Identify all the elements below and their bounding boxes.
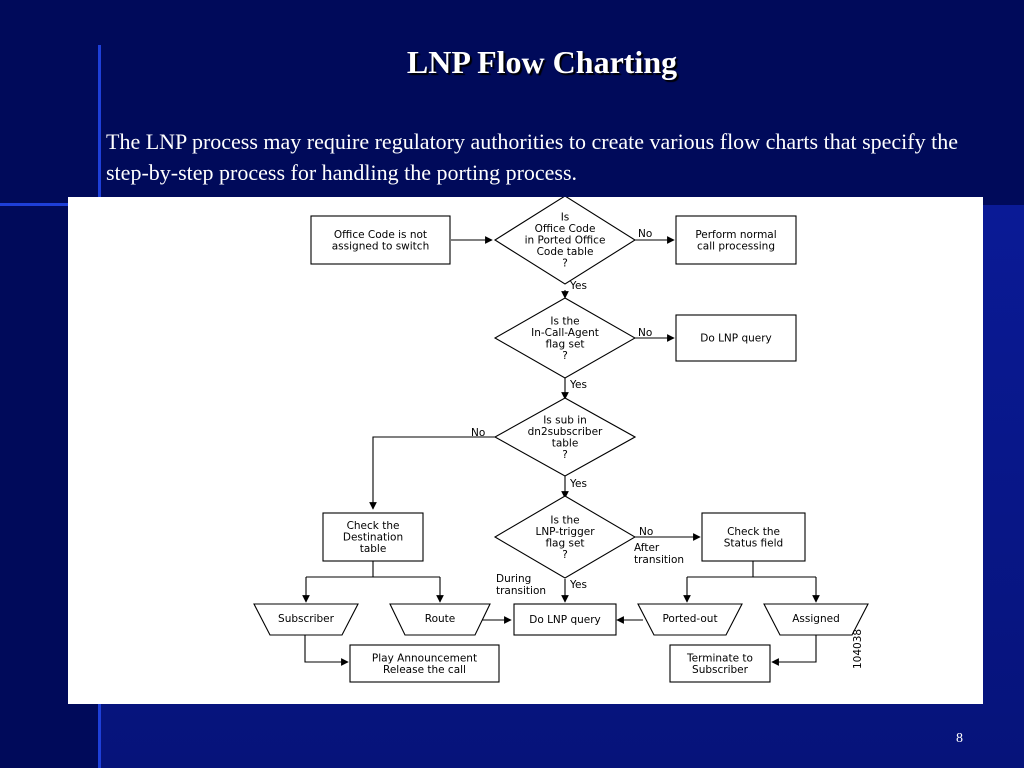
play-announcement-box (349, 644, 500, 683)
terminate-to-subscriber-box (669, 644, 771, 683)
label-yes-d2: Yes (569, 379, 587, 391)
header-background (0, 0, 1024, 205)
decision-dn2subscriber-diamond (493, 397, 637, 477)
label-yes-d3: Yes (569, 478, 587, 490)
edge-subscriber-to-announce (304, 635, 349, 666)
label-no-d4: No (639, 526, 653, 538)
label-yes-d1: Yes (569, 280, 587, 292)
do-lnp-query-1-label: Do LNP query (700, 333, 772, 345)
assigned-shape (763, 603, 869, 636)
do-lnp-query-2-box (513, 603, 617, 636)
decision-lnp-trigger-diamond (493, 495, 637, 579)
decision-in-call-agent-diamond (493, 297, 637, 379)
figure-id-label: 104038 (852, 629, 864, 669)
label-no-d1: No (638, 228, 652, 240)
slide-title: LNP Flow Charting (406, 44, 678, 80)
subscriber-label: Subscriber (278, 613, 335, 625)
perform-normal-call-box (675, 215, 797, 265)
slide-number: 8 (956, 731, 963, 746)
ported-out-label: Ported-out (662, 613, 717, 625)
start-office-code-box (310, 215, 451, 265)
edge-assigned-to-terminate (771, 635, 817, 666)
edge-d3-no (369, 436, 496, 510)
check-status-box (701, 512, 806, 562)
label-no-d2: No (638, 327, 652, 339)
route-label: Route (425, 613, 455, 625)
subscriber-shape (253, 603, 359, 636)
do-lnp-query-1-box (675, 314, 797, 362)
do-lnp-query-2-label: Do LNP query (529, 614, 601, 626)
label-yes-d4: Yes (569, 579, 587, 591)
label-no-d3: No (471, 427, 485, 439)
ported-out-shape (637, 603, 743, 636)
check-destination-box (322, 512, 424, 562)
assigned-label: Assigned (792, 613, 840, 625)
decision-office-code-diamond (493, 197, 637, 285)
horizontal-accent-line (0, 203, 98, 206)
route-shape (389, 603, 491, 636)
slide-body-text: The LNP process may require regulatory a… (106, 129, 958, 185)
